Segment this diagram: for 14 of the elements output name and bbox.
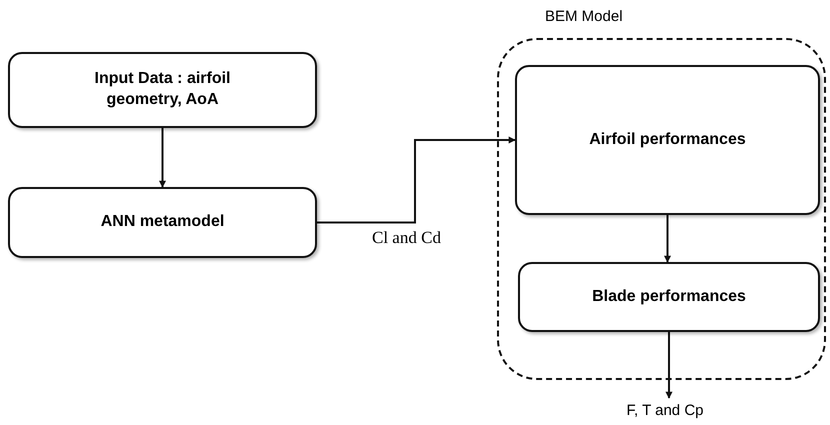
- box-label: Input Data : airfoil geometry, AoA: [94, 69, 232, 110]
- box-label: Airfoil performances: [589, 130, 746, 150]
- process-box: [518, 262, 820, 332]
- process-box: [8, 187, 317, 258]
- arrow: [664, 215, 671, 263]
- process-box: [8, 52, 317, 128]
- arrow: [159, 128, 166, 188]
- box-label: ANN metamodel: [100, 212, 224, 232]
- output-text: F, T and Cp: [626, 402, 704, 418]
- arrow: [666, 332, 672, 399]
- box-label: Blade performances: [592, 286, 746, 307]
- process-box: [515, 65, 820, 215]
- arrow: [317, 136, 516, 224]
- group-heading: BEM Model: [545, 8, 623, 25]
